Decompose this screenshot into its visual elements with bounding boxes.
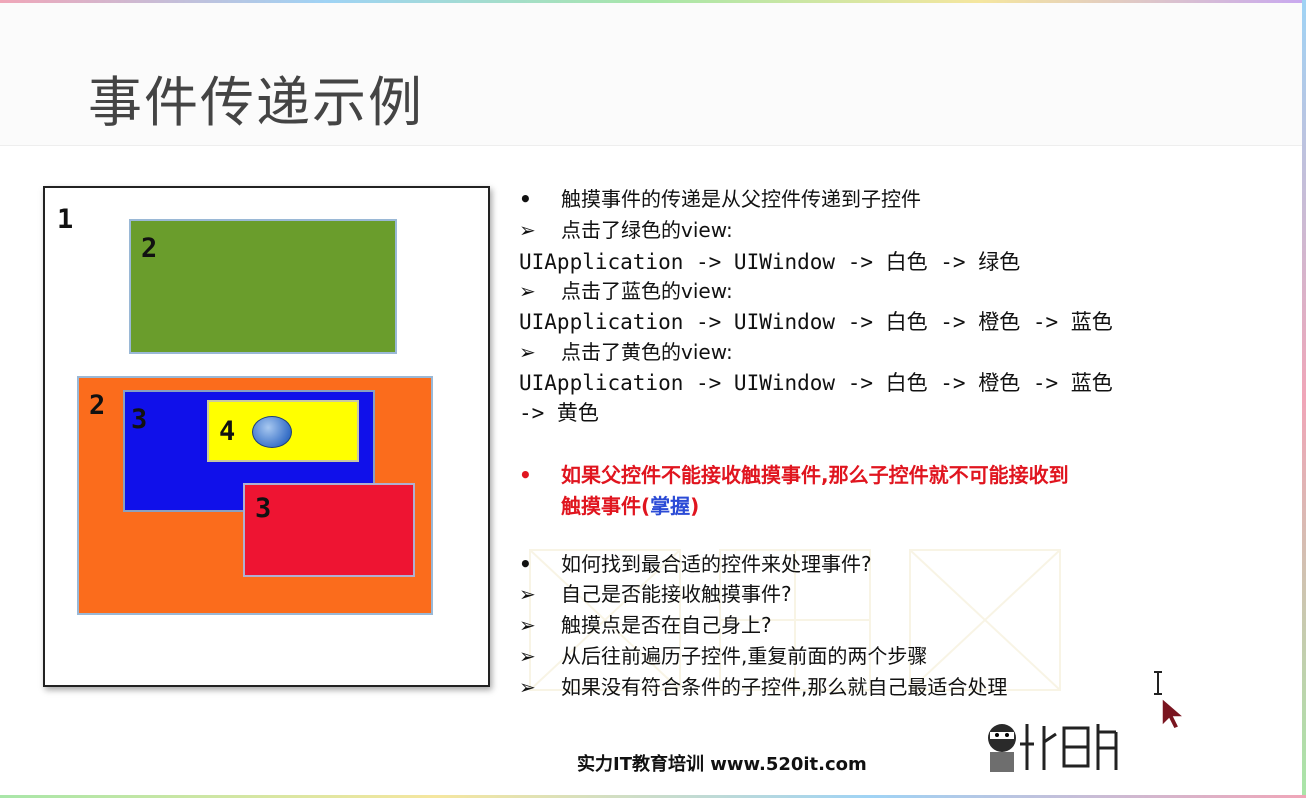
bullet-arrow-icon: ➢: [519, 644, 536, 668]
bullet-dot: •: [519, 463, 532, 487]
note-line-7: UIApplication -> UIWindow -> 白色 -> 橙色 ->…: [519, 371, 1113, 395]
frame-right-border: [1302, 0, 1306, 798]
view-hierarchy-diagram: 1 2 2 3 4 3: [43, 186, 490, 687]
watermark-graphic: [529, 549, 1061, 691]
bullet-arrow-icon: ➢: [519, 582, 536, 606]
note-line-14: ➢从后往前遍历子控件,重复前面的两个步骤: [519, 644, 928, 668]
red-view[interactable]: 3: [243, 483, 415, 577]
bullet-arrow-icon: ➢: [519, 675, 536, 699]
note-line-15: ➢如果没有符合条件的子控件,那么就自己最适合处理: [519, 675, 1008, 699]
bullet-dot: •: [519, 552, 532, 576]
note-line-11: •如何找到最合适的控件来处理事件?: [519, 552, 872, 576]
note-line-10: 触摸事件(掌握): [561, 494, 700, 518]
note-line-3: UIApplication -> UIWindow -> 白色 -> 绿色: [519, 250, 1021, 274]
header-band: [0, 3, 1302, 146]
bullet-arrow-icon: ➢: [519, 218, 536, 242]
orange-view[interactable]: 2 3 4 3: [77, 376, 433, 615]
orange-view-label: 2: [89, 390, 106, 421]
bullet-dot: •: [519, 187, 532, 211]
ninja-mascot-icon: [988, 724, 1118, 772]
bullet-arrow-icon: ➢: [519, 340, 536, 364]
slide-title: 事件传递示例: [88, 71, 424, 134]
note-line-6: ➢点击了黄色的view:: [519, 340, 733, 364]
frame-top-border: [0, 0, 1306, 3]
mouse-cursor-icon: [1154, 671, 1187, 730]
bullet-arrow-icon: ➢: [519, 279, 536, 303]
note-line-8: -> 黄色: [519, 401, 599, 425]
blue-view[interactable]: 3 4: [123, 390, 375, 512]
green-view[interactable]: 2: [129, 219, 397, 354]
white-view-label: 1: [57, 204, 74, 235]
emphasis-master: 掌握: [650, 494, 691, 518]
note-line-4: ➢点击了蓝色的view:: [519, 279, 733, 303]
bullet-arrow-icon: ➢: [519, 613, 536, 637]
green-view-label: 2: [141, 233, 158, 264]
note-line-1: •触摸事件的传递是从父控件传递到子控件: [519, 187, 921, 211]
note-line-2: ➢点击了绿色的view:: [519, 218, 733, 242]
note-line-5: UIApplication -> UIWindow -> 白色 -> 橙色 ->…: [519, 310, 1113, 334]
frame-bottom-border: [0, 795, 1306, 798]
yellow-view-label: 4: [219, 416, 236, 447]
note-line-13: ➢触摸点是否在自己身上?: [519, 613, 772, 637]
touch-point-oval: [252, 416, 292, 448]
note-line-12: ➢自己是否能接收触摸事件?: [519, 582, 792, 606]
note-line-9: •如果父控件不能接收触摸事件,那么子控件就不可能接收到: [519, 463, 1069, 487]
blue-view-label: 3: [131, 404, 148, 435]
footer-text: 实力IT教育培训 www.520it.com: [577, 754, 867, 775]
red-view-label: 3: [255, 493, 272, 524]
yellow-view[interactable]: 4: [207, 400, 359, 462]
